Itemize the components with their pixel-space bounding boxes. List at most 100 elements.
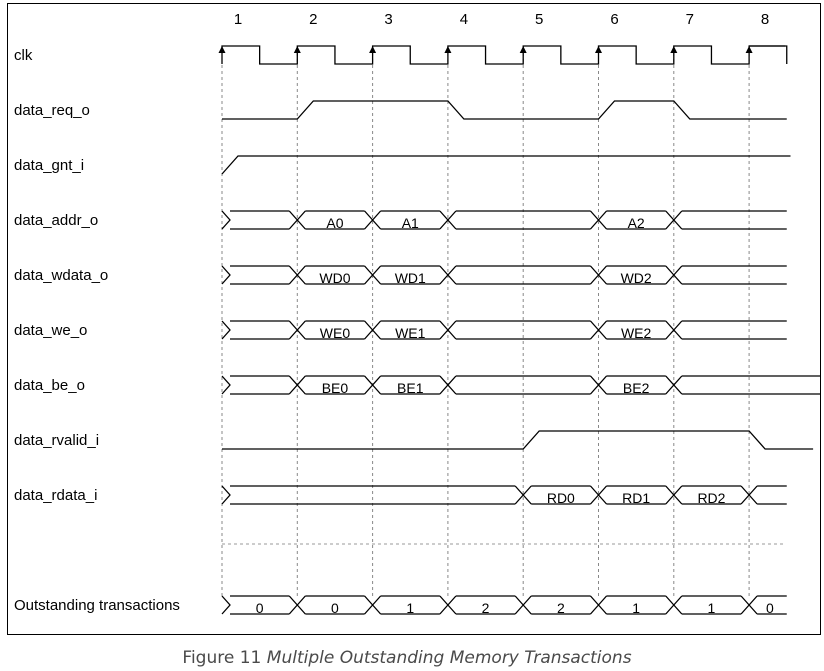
bus-transition [364,595,382,615]
bus-transition [364,210,382,230]
waveform-data-addr-o: A0 A1 A2 [221,210,787,231]
bus-value-label: WD1 [395,270,426,286]
waveform-data-gnt-i [221,155,791,175]
figure-number: Figure 11 [182,648,262,668]
bus-value-label: WE1 [395,325,426,341]
cycle-number: 2 [309,11,317,28]
bus-transition [665,595,683,615]
waveform-data-wdata-o: WD0 WD1 WD2 [221,265,787,286]
bus-value-label: WD0 [319,270,350,286]
cycle-number: 8 [761,11,769,28]
bus-transition [665,320,683,340]
bus-transition [221,375,231,395]
bus-transition [221,485,231,505]
bus-value-label: 1 [406,600,414,616]
bus-value-label: WE2 [621,325,652,341]
signal-label-data-rdata-i: data_rdata_i [14,487,97,504]
bus-transition [288,595,306,615]
bus-value-label: 1 [632,600,640,616]
bus-transition [590,485,607,505]
bus-value-label: 0 [766,600,774,616]
bus-value-label: WD2 [621,270,652,286]
bus-value-label: 2 [557,600,565,616]
bus-transition [665,485,683,505]
bus-transition [221,320,231,340]
bit-wave [222,100,787,120]
bus-transition [221,265,231,285]
signal-labels: clk data_req_o data_gnt_i data_addr_o data_w… [14,47,180,614]
signal-label-data-gnt-i: data_gnt_i [14,157,84,174]
bus-transition [288,320,306,340]
bus-value-label: 0 [256,600,264,616]
cycle-number: 5 [535,11,543,28]
bus-value-label: A2 [628,215,645,231]
signal-label-data-addr-o: data_addr_o [14,212,98,229]
cycle-number: 6 [610,11,618,28]
bus-value-label: WE0 [320,325,351,341]
bus-transition [665,375,683,395]
bus-transition [364,320,382,340]
cycle-number: 7 [686,11,694,28]
waveform-outstanding-transactions: 0 0 1 2 2 1 1 0 [221,595,787,616]
clock-wave [221,45,788,65]
bus-value-label: RD0 [547,490,575,506]
waveform-data-be-o: BE0 BE1 BE2 [221,375,821,396]
cycle-number: 1 [234,11,242,28]
signal-label-data-rvalid-i: data_rvalid_i [14,432,99,449]
bus-transition [439,320,457,340]
waveform-clk [218,45,788,65]
cycle-number: 3 [384,11,392,28]
bus-value-label: RD1 [622,490,650,506]
signal-label-data-wdata-o: data_wdata_o [14,267,108,284]
bus-transition [590,210,607,230]
bus-transition [439,210,457,230]
waveform-data-rdata-i: RD0 RD1 RD2 [221,485,787,506]
signal-label-data-we-o: data_we_o [14,322,87,339]
waveform-data-rvalid-i [222,430,814,450]
figure-caption: Figure 11 Multiple Outstanding Memory Tr… [0,648,814,668]
bus-transition [221,595,231,615]
bus-value-label: 1 [708,600,716,616]
bus-transition [288,375,306,395]
bus-transition [514,485,532,505]
bus-value-label: RD2 [697,490,725,506]
bus-transition [665,210,683,230]
bus-transition [590,320,607,340]
bus-value-label: 0 [331,600,339,616]
bus-value-label: A1 [402,215,419,231]
cycle-numbers: 1 2 3 4 5 6 7 8 [234,11,769,28]
cycle-number: 4 [460,11,468,28]
waveform-data-we-o: WE0 WE1 WE2 [221,320,787,341]
bit-wave [221,155,791,175]
bus-transition [740,485,758,505]
bus-transition [364,265,382,285]
bus-value-label: BE2 [623,380,650,396]
timing-diagram: 1 2 3 4 5 6 7 8 clk data_req_o data_gnt_i data_add… [14,11,821,616]
bus-value-label: A0 [326,215,343,231]
signal-label-data-req-o: data_req_o [14,102,90,119]
bus-value-label: 2 [482,600,490,616]
signal-label-outstanding-transactions: Outstanding transactions [14,597,180,614]
bus-transition [590,265,607,285]
bus-transition [740,595,758,615]
signal-label-clk: clk [14,47,33,64]
bus-transition [364,375,382,395]
bus-value-label: BE0 [322,380,349,396]
figure-title: Multiple Outstanding Memory Transactions [266,648,632,668]
bit-wave [222,430,814,450]
bus-transition [590,375,607,395]
timing-diagram-frame: 1 2 3 4 5 6 7 8 clk data_req_o data_gnt_i data_add… [7,3,821,635]
bus-transition [439,595,457,615]
bus-transition [514,595,532,615]
bus-transition [439,375,457,395]
bus-value-label: BE1 [397,380,424,396]
bus-transition [590,595,607,615]
bus-transition [665,265,683,285]
bus-transition [221,210,231,230]
bus-transition [439,265,457,285]
bus-transition [288,265,306,285]
bus-transition [288,210,306,230]
signal-label-data-be-o: data_be_o [14,377,85,394]
waveform-data-req-o [222,100,787,120]
